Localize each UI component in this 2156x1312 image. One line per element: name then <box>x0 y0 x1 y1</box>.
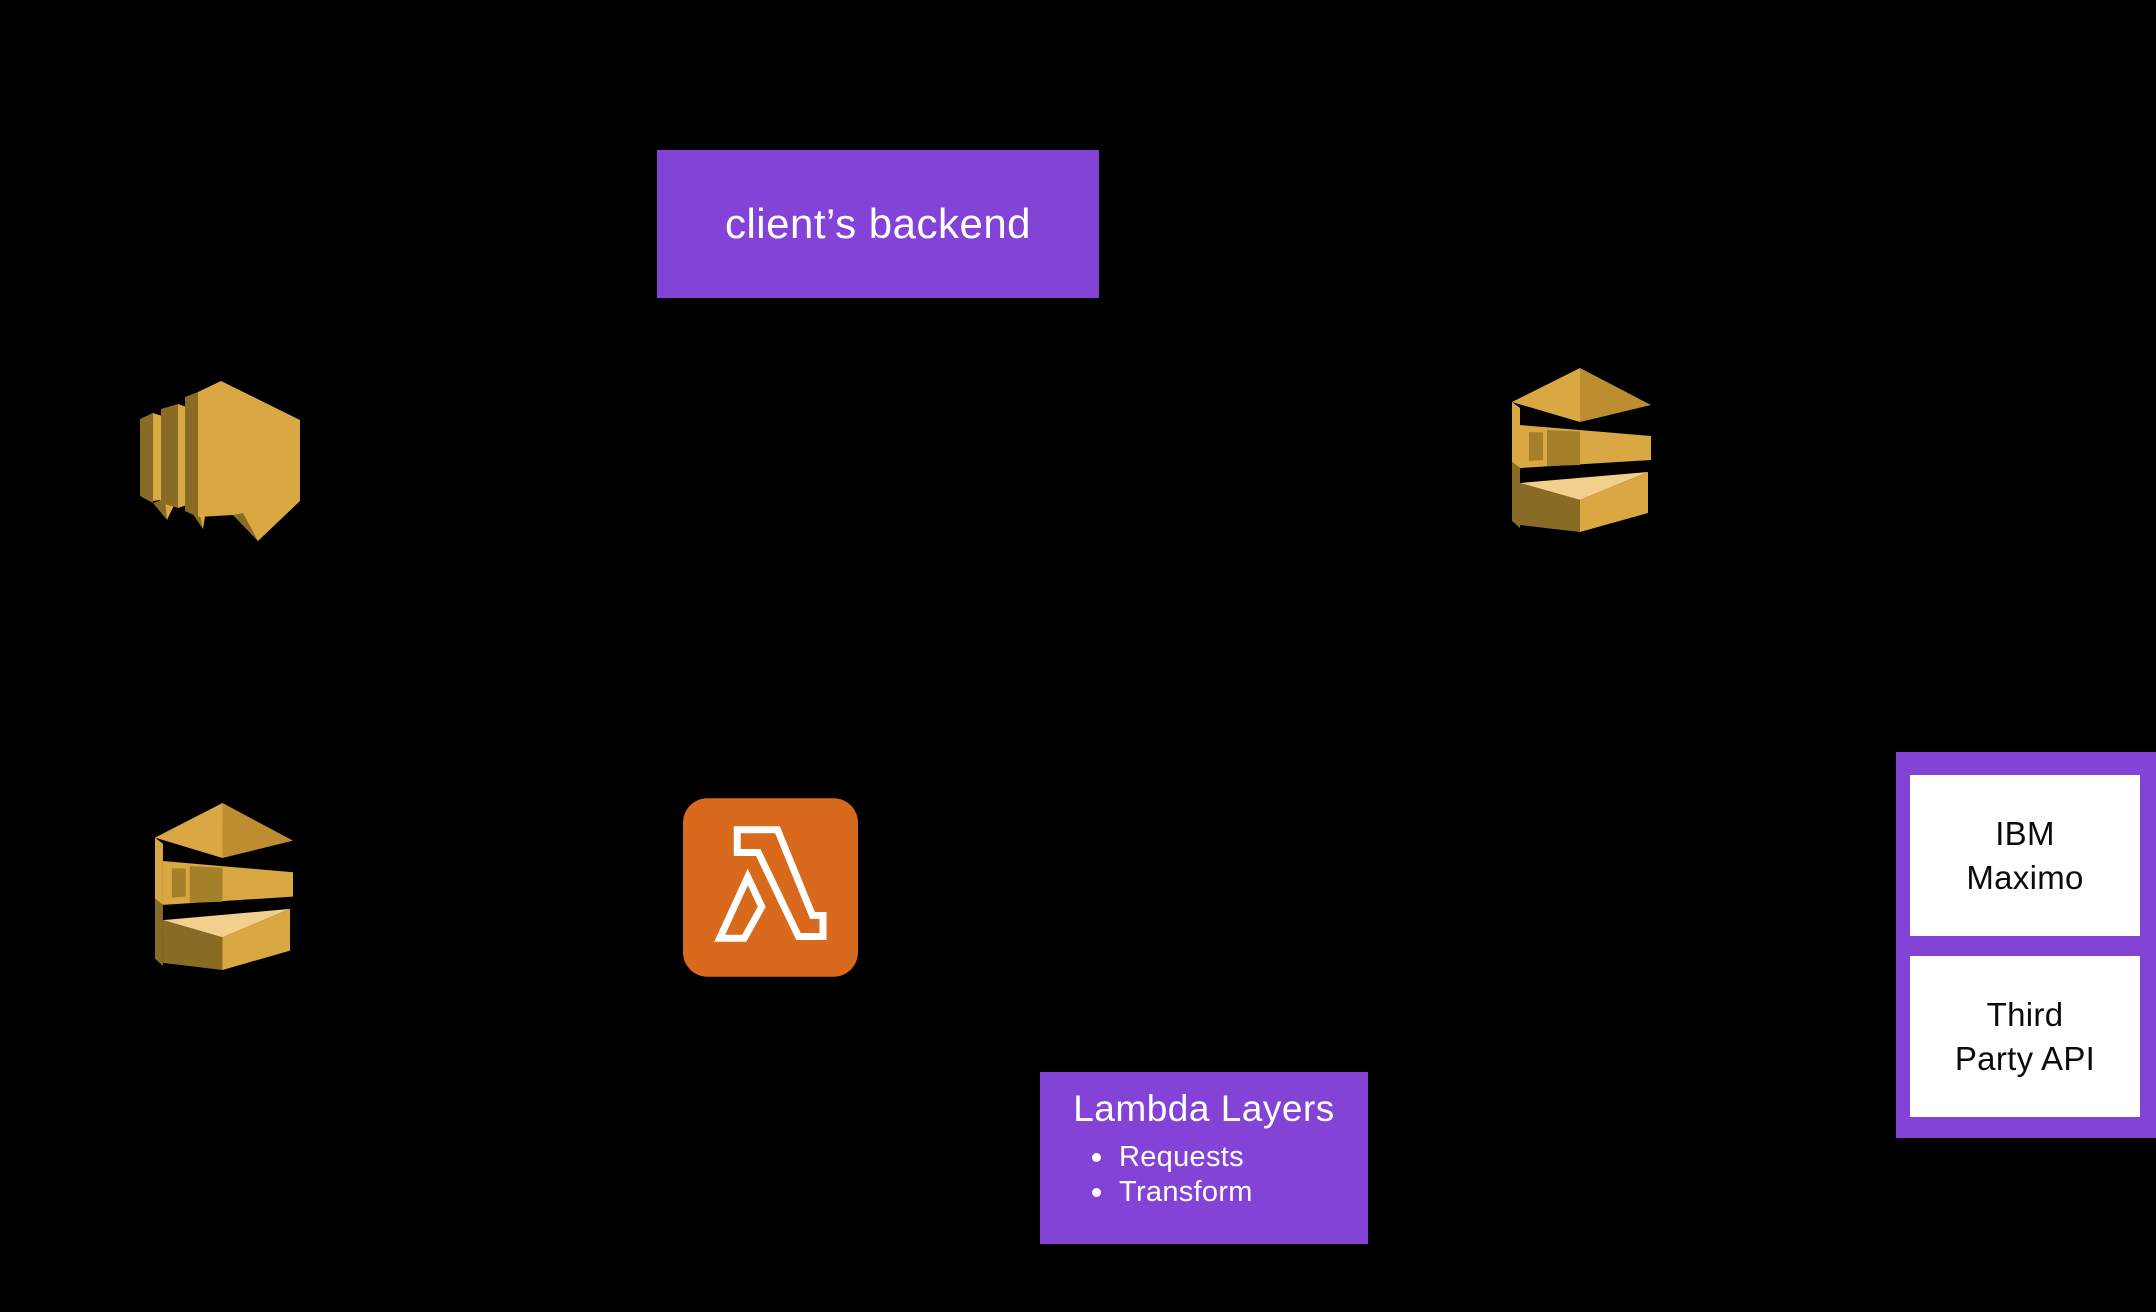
aws-sqs-queue-icon <box>155 803 293 970</box>
lambda-layers-node: Lambda Layers Requests Transform <box>1040 1072 1368 1244</box>
list-item: Transform <box>1092 1175 1368 1210</box>
list-item: Requests <box>1092 1140 1368 1175</box>
ibm-maximo-node: IBM Maximo <box>1910 775 2140 936</box>
list-item-label: Requests <box>1119 1141 1244 1173</box>
lambda-layers-list: Requests Transform <box>1040 1140 1368 1210</box>
bullet-icon <box>1092 1188 1101 1197</box>
list-item-label: Transform <box>1119 1176 1253 1208</box>
client-backend-label: client’s backend <box>724 200 1032 247</box>
aws-lambda-icon <box>683 798 858 977</box>
aws-sqs-queue-icon <box>1512 368 1651 532</box>
client-backend-node: client’s backend <box>657 150 1099 298</box>
lambda-layers-title: Lambda Layers <box>1073 1088 1335 1129</box>
external-systems-group: IBM Maximo Third Party API <box>1896 752 2156 1138</box>
third-party-api-label-line2: Party API <box>1954 1039 2096 1077</box>
third-party-api-node: Third Party API <box>1910 956 2140 1117</box>
aws-sns-icon <box>140 381 300 541</box>
bullet-icon <box>1092 1153 1101 1162</box>
ibm-maximo-label-line1: IBM <box>1995 814 2055 852</box>
third-party-api-label-line1: Third <box>1986 995 2064 1033</box>
ibm-maximo-label-line2: Maximo <box>1966 858 2084 896</box>
